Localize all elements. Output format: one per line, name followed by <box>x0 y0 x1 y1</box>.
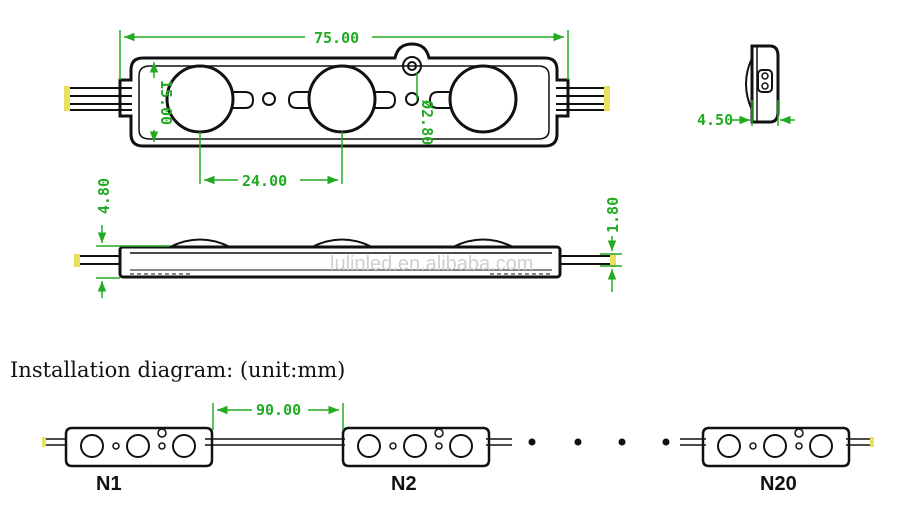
dim-thickness-label: 4.80 <box>95 178 113 214</box>
node-label-n20: N20 <box>760 473 797 495</box>
mini-module-n20 <box>701 426 851 468</box>
front-wire-end-left <box>74 254 80 267</box>
front-body <box>118 245 562 279</box>
node-label-n1: N1 <box>96 473 122 495</box>
installation-diagram: 90.00 N1 N2 N20 <box>42 401 874 495</box>
dim-thickness: 4.80 <box>95 178 170 298</box>
front-view: lulinled.en.alibaba.com 4.80 1.80 <box>74 178 622 298</box>
side-view: 4.50 <box>697 44 795 129</box>
dim-pitch: 24.00 <box>199 132 343 190</box>
top-view: 75.00 15.00 Ø2.80 24.00 <box>64 29 610 190</box>
led-lens-1 <box>165 64 235 134</box>
module-inner-outline <box>138 65 550 140</box>
dim-side-width-label: 4.50 <box>697 111 733 129</box>
dim-spacing: 90.00 <box>212 401 344 430</box>
mini-module-n2 <box>341 426 491 468</box>
mounting-hole <box>402 56 422 76</box>
dim-length-label: 75.00 <box>314 29 359 47</box>
side-body <box>750 44 780 124</box>
led-lenses <box>165 56 518 134</box>
front-wires <box>78 255 612 265</box>
side-lens <box>745 57 753 111</box>
dim-side-width: 4.50 <box>697 100 795 129</box>
dim-base-label: 1.80 <box>604 197 622 233</box>
wire-end-left <box>64 86 70 111</box>
front-wire-end-right <box>610 254 616 267</box>
dim-base: 1.80 <box>600 197 622 292</box>
dim-length: 75.00 <box>119 29 569 80</box>
wire-end-right <box>604 86 610 111</box>
dim-hole-label: Ø2.80 <box>418 99 436 145</box>
chain-wires <box>44 438 872 446</box>
led-lens-3 <box>448 64 518 134</box>
led-lens-2 <box>307 64 377 134</box>
installation-title: Installation diagram: (unit:mm) <box>10 358 345 382</box>
watermark: lulinled.en.alibaba.com <box>330 253 533 275</box>
node-label-n2: N2 <box>391 473 417 495</box>
dim-height: 15.00 <box>149 62 175 142</box>
top-wires <box>68 87 608 111</box>
mini-module-n1 <box>64 426 214 468</box>
dim-pitch-label: 24.00 <box>242 172 287 190</box>
dim-hole: Ø2.80 <box>416 73 436 145</box>
front-domes <box>169 238 514 248</box>
ellipsis-dots <box>528 438 670 446</box>
dim-spacing-label: 90.00 <box>256 401 301 419</box>
module-body-outline <box>118 42 570 148</box>
dim-height-label: 15.00 <box>157 80 175 125</box>
